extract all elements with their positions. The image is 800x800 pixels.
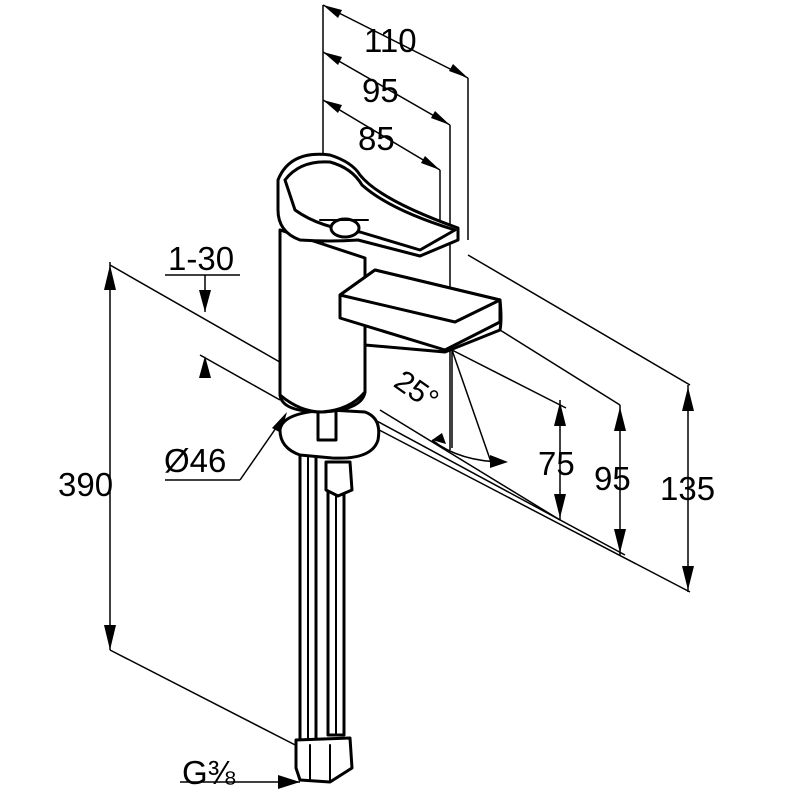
label-body-diameter: Ø46 (164, 442, 226, 479)
hose-nut-middle (324, 460, 354, 498)
dimension-lines (109, 4, 691, 783)
label-connection-thread: G⅜ (182, 754, 236, 791)
label-spout-reach-95: 95 (362, 72, 399, 109)
label-spout-reach-110: 110 (364, 22, 417, 59)
label-overall-height-135: 135 (660, 470, 715, 507)
label-deck-thickness: 1-30 (168, 240, 234, 277)
label-hose-length: 390 (58, 466, 113, 503)
label-spout-angle: 25° (388, 364, 444, 417)
label-outlet-height-95: 95 (594, 460, 631, 497)
dimension-arrows (104, 5, 694, 789)
dimension-labels: 110 95 85 1-30 Ø46 390 25° 75 95 135 G⅜ (58, 22, 715, 791)
faucet (276, 152, 503, 784)
label-outlet-height-75: 75 (538, 445, 575, 482)
connection-nut (294, 736, 354, 784)
label-spout-reach-85: 85 (358, 120, 395, 157)
